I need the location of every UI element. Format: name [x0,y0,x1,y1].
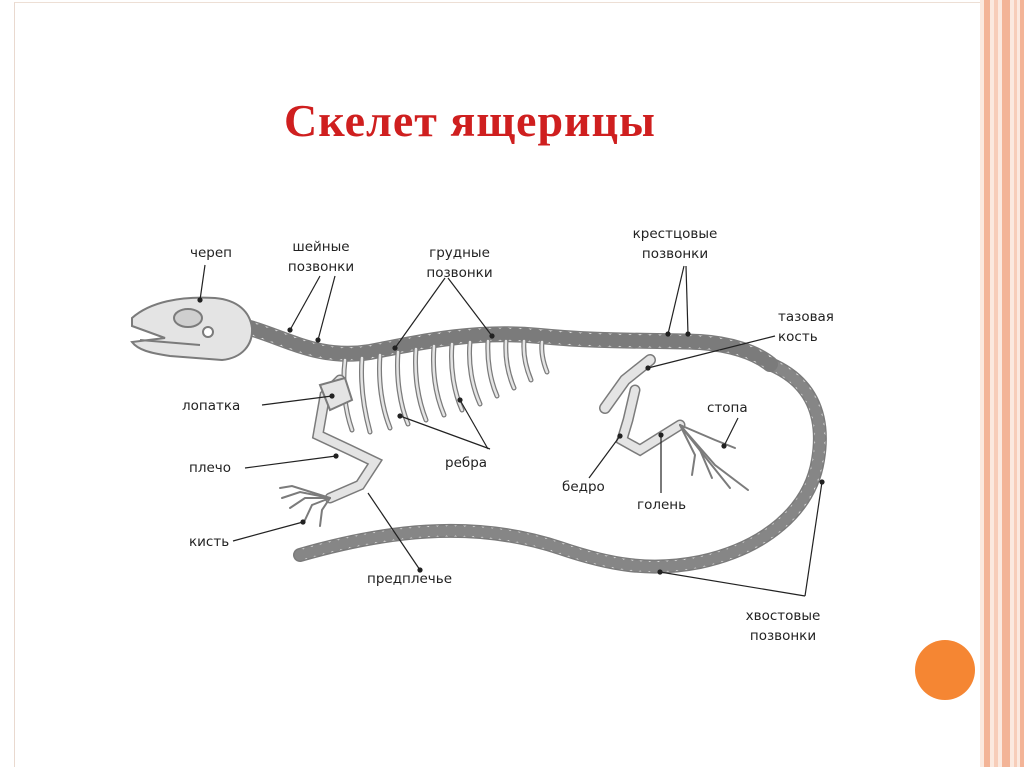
label-cervical-line2: позвонки [276,257,366,277]
label-sacral-line2: позвонки [615,244,735,264]
hind-limb [605,360,748,490]
label-sacral-vertebrae: крестцовые позвонки [615,224,735,264]
label-caudal-vertebrae: хвостовые позвонки [728,606,838,646]
label-thoracic-line2: позвонки [412,263,507,283]
label-caudal-line1: хвостовые [728,606,838,626]
label-cervical-vertebrae: шейные позвонки [276,237,366,277]
label-ribs: ребра [445,453,487,473]
label-cervical-line1: шейные [276,237,366,257]
label-thoracic-line1: грудные [412,243,507,263]
label-femur: бедро [562,477,605,497]
label-forearm: предплечье [367,569,452,589]
label-scapula: лопатка [182,396,240,416]
label-skull: череп [190,243,232,263]
front-limb [280,378,375,526]
label-thoracic-vertebrae: грудные позвонки [412,243,507,283]
label-pelvic-line1: тазовая [778,307,834,327]
label-pelvic-bone: тазовая кость [778,307,834,347]
spine [250,328,770,364]
decorative-circle [915,640,975,700]
label-shin: голень [637,495,686,515]
label-humerus: плечо [189,458,231,478]
skull [132,298,252,360]
label-caudal-line2: позвонки [728,626,838,646]
label-foot: стопа [707,398,748,418]
label-hand: кисть [189,532,229,552]
label-sacral-line1: крестцовые [615,224,735,244]
label-pelvic-line2: кость [778,327,834,347]
